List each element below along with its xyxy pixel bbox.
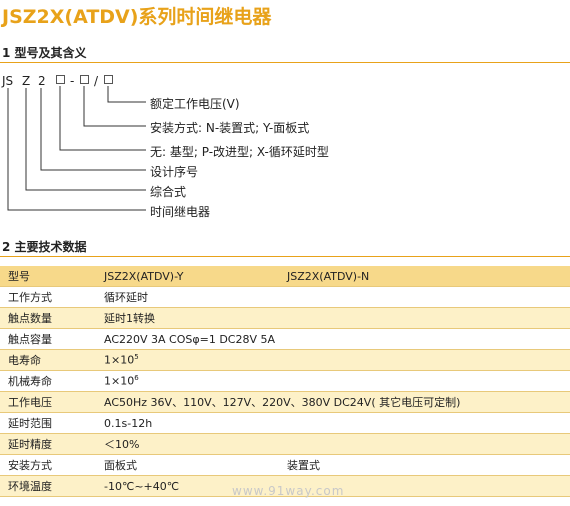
table-row: 延时范围 0.1s-12h: [0, 412, 570, 434]
table-cell: 安装方式: [0, 454, 96, 476]
table-cell: 工作方式: [0, 286, 96, 308]
table-cell: 面板式: [96, 454, 279, 476]
table-cell: 工作电压: [0, 391, 96, 413]
table-row: 机械寿命 1×106: [0, 370, 570, 392]
spec-table: 型号 JSZ2X(ATDV)-Y JSZ2X(ATDV)-N 工作方式 循环延时…: [0, 266, 570, 497]
electrical-life-value: 1×10: [104, 353, 135, 367]
table-row: 触点数量 延时1转换: [0, 307, 570, 329]
table-row: 环境温度 -10℃~+40℃: [0, 475, 570, 497]
model-code-connectors: [7, 86, 146, 211]
table-cell: 1×105: [96, 349, 570, 371]
table-cell: 循环延时: [96, 286, 570, 308]
table-row: 型号 JSZ2X(ATDV)-Y JSZ2X(ATDV)-N: [0, 266, 570, 287]
code-js: JS: [2, 74, 14, 88]
table-cell: AC220V 3A COSφ=1 DC28V 5A: [96, 328, 570, 350]
watermark: www.91way.com: [232, 484, 345, 498]
table-cell: -10℃~+40℃: [96, 475, 570, 497]
legend-design-number: 设计序号: [150, 165, 199, 179]
table-row: 工作电压 AC50Hz 36V、110V、127V、220V、380V DC24…: [0, 391, 570, 413]
legend-mounting: 安装方式: N-装置式; Y-面板式: [150, 121, 310, 135]
mechanical-life-exponent: 6: [134, 374, 139, 383]
table-row: 延时精度 ＜10%: [0, 433, 570, 455]
legend-rated-voltage: 额定工作电压(V): [150, 97, 240, 111]
table-row: 触点容量 AC220V 3A COSφ=1 DC28V 5A: [0, 328, 570, 350]
table-cell: JSZ2X(ATDV)-Y: [96, 266, 279, 287]
legend-time-relay: 时间继电器: [150, 205, 211, 219]
page-title: JSZ2X(ATDV)系列时间继电器: [2, 6, 272, 28]
section-divider: [0, 62, 570, 63]
table-cell: JSZ2X(ATDV)-N: [279, 266, 570, 287]
legend-type: 无: 基型; P-改进型; X-循环延时型: [150, 145, 329, 159]
table-cell: 触点数量: [0, 307, 96, 329]
table-cell: 0.1s-12h: [96, 412, 570, 434]
table-cell: ＜10%: [96, 433, 570, 455]
table-cell: 延时精度: [0, 433, 96, 455]
electrical-life-exponent: 5: [134, 353, 139, 362]
section-spec-heading: 2 主要技术数据: [2, 240, 87, 254]
table-row: 工作方式 循环延时: [0, 286, 570, 308]
legend-comprehensive: 综合式: [150, 185, 187, 199]
table-cell: 机械寿命: [0, 370, 96, 392]
table-cell: 型号: [0, 266, 96, 287]
table-cell: 装置式: [279, 454, 570, 476]
code-z: Z: [22, 74, 31, 88]
code-box-3: [104, 75, 113, 84]
table-row: 安装方式 面板式 装置式: [0, 454, 570, 476]
code-dash: -: [70, 74, 75, 88]
code-slash: /: [94, 74, 99, 88]
table-cell: 触点容量: [0, 328, 96, 350]
table-cell: 环境温度: [0, 475, 96, 497]
mechanical-life-value: 1×10: [104, 374, 135, 388]
section-model-heading: 1 型号及其含义: [2, 46, 87, 60]
section-divider: [0, 256, 570, 257]
table-cell: 1×106: [96, 370, 570, 392]
table-row: 电寿命 1×105: [0, 349, 570, 371]
code-2: 2: [38, 74, 46, 88]
table-cell: 延时范围: [0, 412, 96, 434]
table-cell: AC50Hz 36V、110V、127V、220V、380V DC24V( 其它…: [96, 391, 570, 413]
table-cell: 电寿命: [0, 349, 96, 371]
code-box-2: [80, 75, 89, 84]
table-cell: 延时1转换: [96, 307, 570, 329]
code-box-1: [56, 75, 65, 84]
